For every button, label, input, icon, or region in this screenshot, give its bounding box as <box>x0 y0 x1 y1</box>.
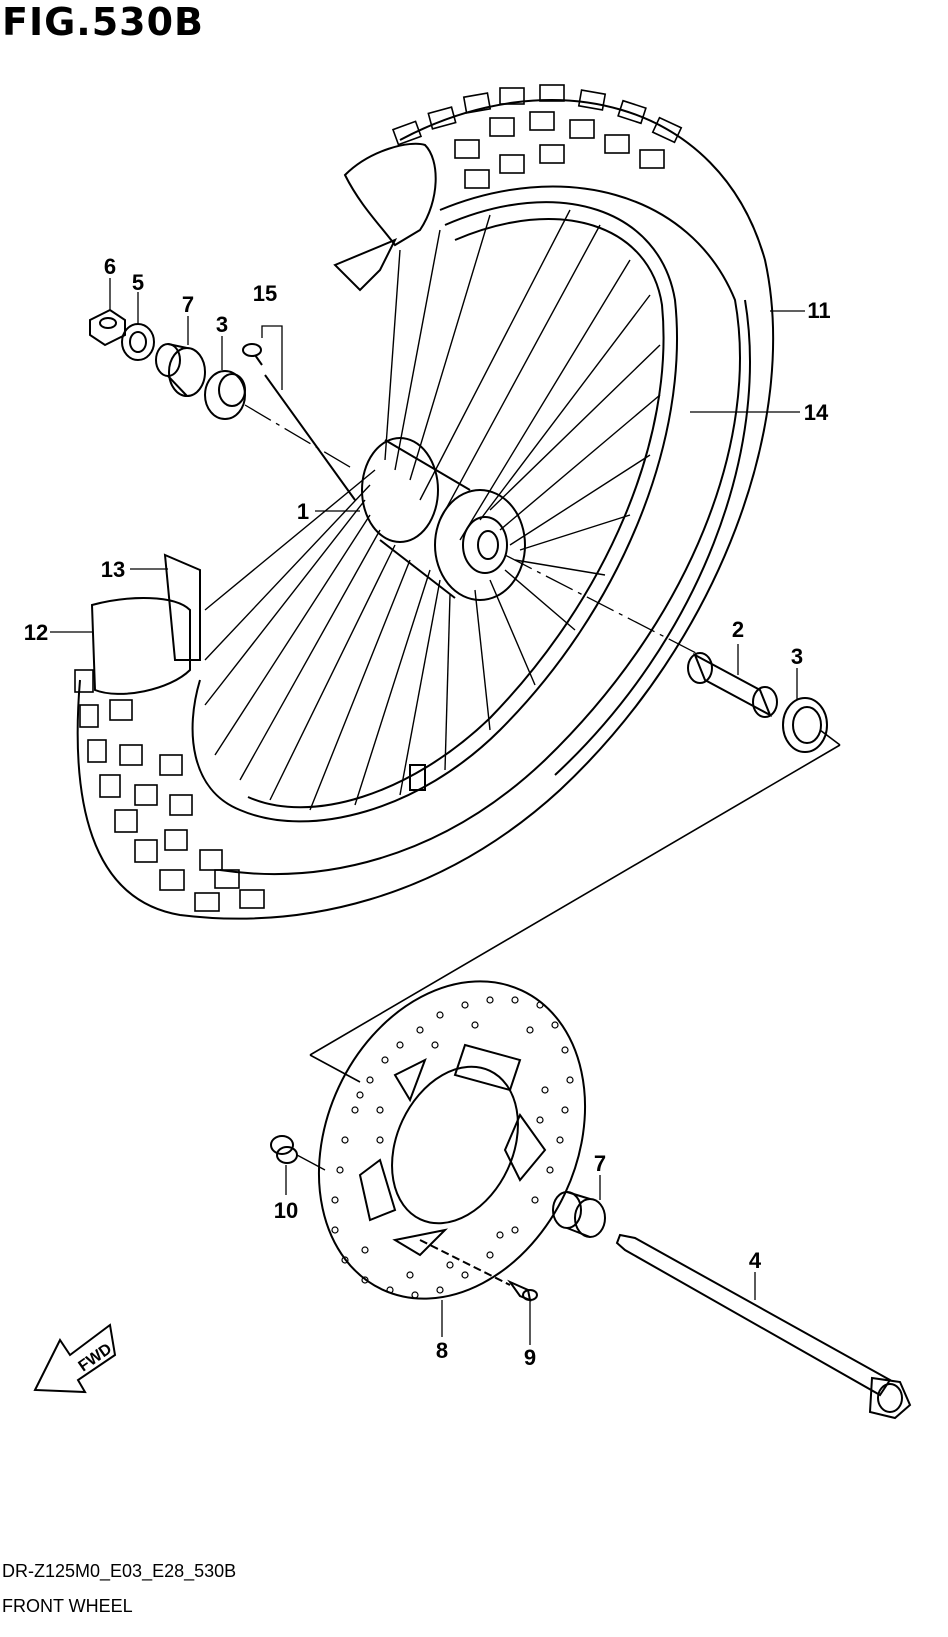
diagram-name: FRONT WHEEL <box>2 1596 133 1616</box>
valve <box>409 764 426 791</box>
rim <box>191 201 679 823</box>
callout-15: 15 <box>253 281 277 306</box>
axle-centerline <box>504 554 701 656</box>
spacer <box>687 652 778 718</box>
callout-13: 13 <box>101 557 125 582</box>
hub <box>361 437 526 601</box>
disc-bolt <box>270 1135 298 1164</box>
callout-6: 6 <box>104 254 116 279</box>
callout-3-upper: 3 <box>216 312 228 337</box>
nut <box>89 308 126 347</box>
callout-10: 10 <box>274 1198 298 1223</box>
spokes <box>204 209 661 811</box>
collar-lower <box>552 1191 606 1238</box>
frame-line <box>309 744 841 1056</box>
bearing-lower <box>782 697 828 753</box>
rim-lock-upper <box>333 142 437 292</box>
diagram-code: DR-Z125M0_E03_E28_530B <box>2 1561 237 1581</box>
callout-3-lower: 3 <box>791 644 803 669</box>
callout-2: 2 <box>732 617 744 642</box>
callout-14: 14 <box>804 400 829 425</box>
leader-lines <box>50 278 805 1345</box>
callout-9: 9 <box>524 1345 536 1370</box>
axle <box>615 1233 912 1420</box>
callout-11: 11 <box>807 298 830 323</box>
callout-7-upper: 7 <box>182 292 194 317</box>
fwd-arrow <box>33 1323 117 1394</box>
callout-12: 12 <box>24 620 48 645</box>
callout-5: 5 <box>132 270 144 295</box>
figure-title: FIG.530B <box>2 0 205 44</box>
bearing-upper <box>204 370 246 420</box>
rim-lock-lower <box>90 553 201 695</box>
callout-7-lower: 7 <box>594 1151 606 1176</box>
spoke-set <box>242 343 356 501</box>
tire <box>74 84 775 920</box>
brake-disc <box>317 980 587 1300</box>
left-centerline <box>244 404 356 471</box>
washer <box>121 323 155 361</box>
callout-4: 4 <box>749 1248 762 1273</box>
callout-1: 1 <box>297 499 309 524</box>
collar-upper <box>155 343 206 397</box>
callout-8: 8 <box>436 1338 448 1363</box>
tread-blocks <box>74 84 683 912</box>
